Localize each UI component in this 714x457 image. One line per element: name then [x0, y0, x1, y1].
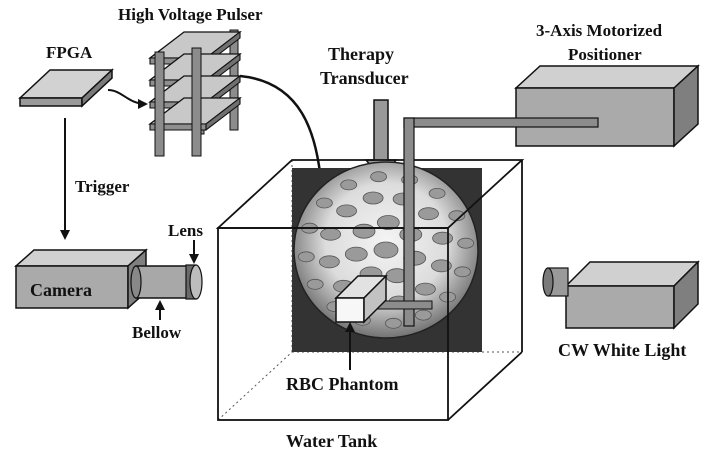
transducer-label-line2: Transducer [320, 68, 409, 88]
fpga-board [18, 68, 114, 108]
transducer-element [336, 204, 358, 218]
phantom-label: RBC Phantom [286, 374, 399, 394]
transducer-element [432, 231, 454, 245]
light-label: CW White Light [558, 340, 686, 360]
transducer-element [414, 309, 432, 321]
transducer-element [297, 251, 315, 263]
positioner-label-line2: Positioner [568, 45, 642, 64]
positioner-arm [375, 117, 599, 327]
trigger-label: Trigger [75, 177, 130, 196]
transducer-element [453, 266, 471, 278]
transducer-element [340, 179, 358, 191]
fpga-to-pulser-arrow [107, 89, 148, 109]
transducer-element [428, 187, 446, 199]
pulser-label: High Voltage Pulser [118, 5, 263, 24]
transducer-element [373, 241, 399, 259]
positioner-box [514, 64, 700, 148]
lens [185, 264, 203, 300]
transducer-element [315, 197, 333, 209]
pulser-stack [148, 29, 242, 157]
transducer-element [306, 278, 324, 290]
transducer-element [362, 191, 384, 205]
transducer-element [318, 255, 340, 269]
transducer-element [430, 259, 452, 273]
positioner-label-line1: 3-Axis Motorized [536, 21, 663, 40]
transducer-label-line1: Therapy [328, 44, 394, 64]
transducer-element [352, 223, 376, 239]
camera-label: Camera [30, 280, 92, 300]
transducer-element [320, 227, 342, 241]
bellow-label: Bellow [132, 323, 182, 342]
fpga-label: FPGA [46, 43, 93, 62]
transducer-element [414, 282, 436, 296]
lens-label: Lens [168, 221, 203, 240]
transducer-element [344, 246, 368, 262]
bellow [130, 265, 189, 299]
transducer-element [384, 317, 402, 329]
transducer-element [370, 171, 388, 183]
transducer-element [418, 207, 439, 221]
transducer-element [376, 215, 400, 230]
pulser-plate-side [205, 96, 241, 132]
cw-white-light [542, 260, 700, 330]
rbc-phantom [334, 274, 388, 324]
transducer-element [457, 237, 475, 249]
tank-label: Water Tank [286, 431, 377, 451]
